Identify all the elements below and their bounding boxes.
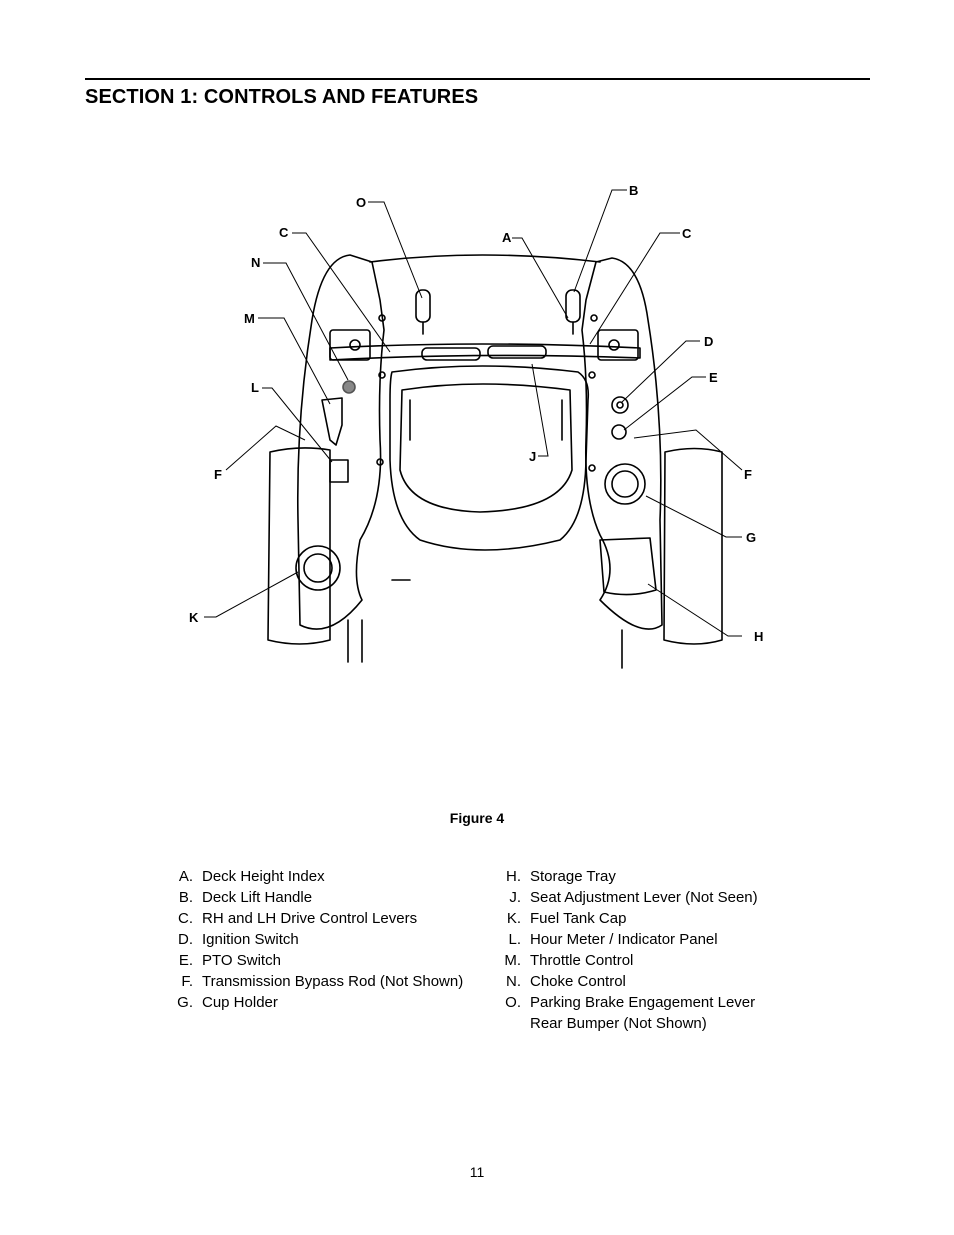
callout-f-right: F [744, 467, 752, 482]
legend-item-h: H.Storage Tray [506, 868, 616, 885]
storage-tray [599, 537, 657, 596]
figure-caption: Figure 4 [449, 810, 505, 826]
left-rear-tire [267, 447, 331, 645]
left-fender [296, 254, 385, 630]
mower-controls-diagram: O B A C C N M L F F D E G H J K [189, 183, 763, 669]
callout-d: D [704, 334, 713, 349]
legend-item-e: E.PTO Switch [178, 952, 281, 969]
legend-item-n: N.Choke Control [506, 973, 626, 990]
callout-l: L [251, 380, 259, 395]
callout-k: K [189, 610, 199, 625]
section-title: SECTION 1: CONTROLS AND FEATURES [85, 86, 479, 108]
legend-item-l: L.Hour Meter / Indicator Panel [508, 931, 718, 948]
page-number: 11 [469, 1164, 485, 1180]
legend-item-a: A.Deck Height Index [178, 868, 325, 885]
callout-n: N [251, 255, 260, 270]
header-rule [85, 78, 870, 80]
legend-item-m: M.Throttle Control [504, 952, 634, 969]
callout-c-left: C [279, 225, 289, 240]
callout-a: A [502, 230, 512, 245]
callout-j: J [529, 449, 536, 464]
control-bar [329, 343, 641, 361]
callout-m: M [244, 311, 255, 326]
legend-item-j: J.Seat Adjustment Lever (Not Seen) [509, 889, 758, 906]
seat-back [369, 254, 601, 263]
legend-left-column: A.Deck Height Index B.Deck Lift Handle C… [160, 866, 463, 1013]
legend-item-k: K.Fuel Tank Cap [506, 910, 627, 927]
callout-e: E [709, 370, 718, 385]
callout-h: H [754, 629, 763, 644]
seat [389, 365, 590, 551]
callout-o: O [356, 195, 366, 210]
legend-item-d: D.Ignition Switch [178, 931, 299, 948]
callout-g: G [746, 530, 756, 545]
callout-f-left: F [214, 467, 222, 482]
legend-item-f: F.Transmission Bypass Rod (Not Shown) [181, 973, 464, 990]
legend-right-column: H.Storage Tray J.Seat Adjustment Lever (… [488, 866, 758, 1034]
legend-item-c: C.RH and LH Drive Control Levers [178, 910, 418, 927]
callout-c-right: C [682, 226, 692, 241]
callout-b: B [629, 183, 638, 198]
legend-item-b: B.Deck Lift Handle [178, 889, 313, 906]
legend-item-g: G.Cup Holder [177, 994, 278, 1011]
right-fender [581, 257, 663, 630]
legend-item-o: O.Parking Brake Engagement Lever Rear Bu… [505, 994, 756, 1032]
right-rear-tire [663, 447, 723, 645]
